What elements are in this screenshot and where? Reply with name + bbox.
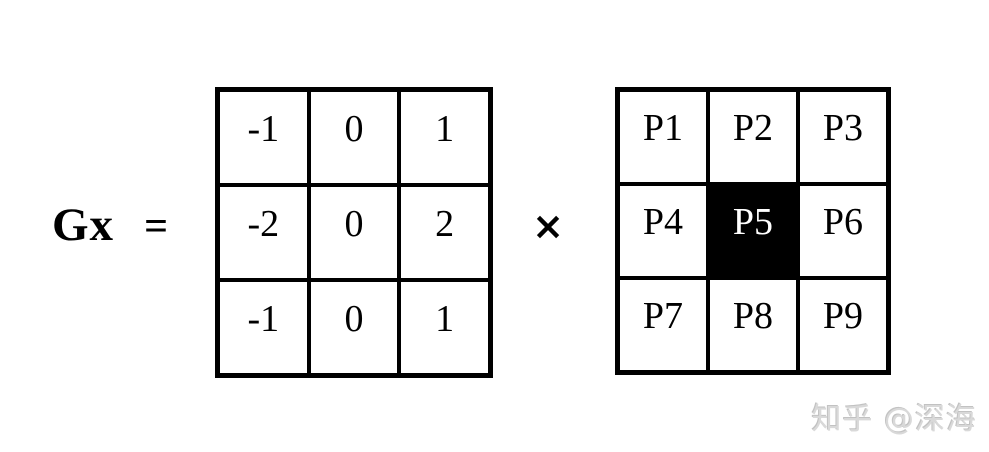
pixel-cell: P6 [800, 186, 886, 276]
kernel-cell: 2 [401, 187, 488, 278]
kernel-cell: -1 [220, 282, 307, 373]
pixel-cell: P2 [710, 92, 796, 182]
pixel-cell: P7 [620, 280, 706, 370]
gx-label: Gx [52, 199, 115, 251]
pixel-cell: P4 [620, 186, 706, 276]
pixel-cell: P8 [710, 280, 796, 370]
kernel-cell: -1 [220, 92, 307, 183]
pixel-matrix: P1 P2 P3 P4 P5 P6 P7 P8 P9 [615, 87, 891, 375]
equation-lhs: Gx = [52, 202, 168, 249]
kernel-cell: 0 [310, 282, 398, 373]
kernel-matrix: -1 0 1 -2 0 2 -1 0 1 [215, 87, 493, 378]
kernel-cell: 0 [310, 92, 398, 183]
equals-sign: = [144, 204, 168, 250]
multiply-sign: × [532, 204, 564, 248]
kernel-cell: -2 [220, 187, 307, 278]
pixel-cell: P1 [620, 92, 706, 182]
zhihu-watermark: 知乎 @深海 [811, 402, 977, 437]
kernel-cell: 0 [310, 187, 398, 278]
pixel-cell: P3 [800, 92, 886, 182]
pixel-cell: P5 [710, 186, 796, 276]
kernel-cell: 1 [401, 92, 488, 183]
kernel-cell: 1 [401, 282, 488, 373]
pixel-cell: P9 [800, 280, 886, 370]
